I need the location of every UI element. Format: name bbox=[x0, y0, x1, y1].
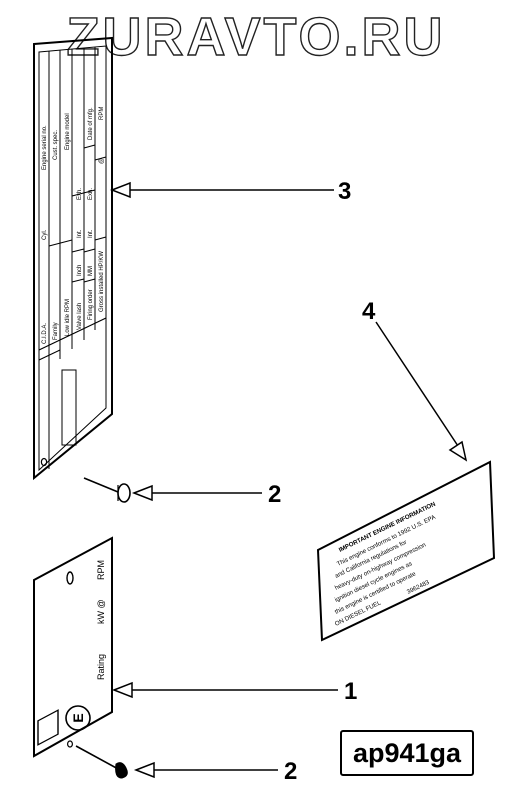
leader-arrows bbox=[109, 181, 468, 779]
rating-kw-label: kW @ bbox=[96, 599, 106, 624]
callout-2-bottom: 2 bbox=[284, 758, 298, 785]
rivet-top bbox=[83, 477, 131, 503]
callout-4: 4 bbox=[362, 298, 376, 325]
rivet-bottom bbox=[75, 745, 128, 779]
rating-rpm-label: RPM bbox=[96, 560, 106, 580]
plate-cell: RPM bbox=[99, 107, 105, 120]
engine-info-plate-text: C.I.D.A. Cyl. Engine serial no. Family C… bbox=[42, 107, 105, 344]
plate-cell: Exh. bbox=[77, 188, 83, 200]
callout-1: 1 bbox=[344, 678, 358, 705]
callout-2-top: 2 bbox=[268, 481, 282, 508]
plate-cell: Cust. spec. bbox=[53, 130, 59, 160]
plate-cell: Engine serial no. bbox=[42, 125, 48, 170]
rating-label: Rating bbox=[96, 654, 106, 680]
diagram-code-label: ap941ga bbox=[340, 730, 474, 776]
callout-3: 3 bbox=[338, 178, 352, 205]
plate-cell: Valve lash bbox=[77, 303, 83, 330]
plate-cell: Gross installed HP/KW bbox=[99, 251, 105, 312]
plate-cell: Firing order bbox=[88, 289, 94, 320]
rating-plate: E bbox=[33, 536, 113, 758]
plate-cell: Low idle RPM bbox=[65, 299, 71, 336]
plate-cell: Int. bbox=[88, 229, 94, 238]
plate-cell: MM bbox=[88, 266, 94, 276]
rating-plate-text: Rating kW @ RPM bbox=[96, 560, 106, 680]
plate-cell: Date of mfg. bbox=[88, 107, 94, 140]
emission-decal bbox=[316, 460, 496, 642]
plate-cell: C.I.D.A. bbox=[42, 323, 48, 344]
svg-text:E: E bbox=[70, 713, 86, 722]
plate-cell: @ bbox=[99, 158, 105, 164]
watermark: ZURAVTO.RU bbox=[66, 6, 446, 67]
plate-cell: Int. bbox=[77, 229, 83, 238]
engine-info-plate bbox=[33, 36, 113, 481]
plate-cell: Exh. bbox=[88, 188, 94, 200]
plate-cell: Inch bbox=[77, 265, 83, 276]
plate-cell: Cyl. bbox=[42, 229, 48, 240]
plate-cell: Engine model bbox=[65, 113, 71, 150]
plate-cell: Family bbox=[53, 322, 59, 340]
